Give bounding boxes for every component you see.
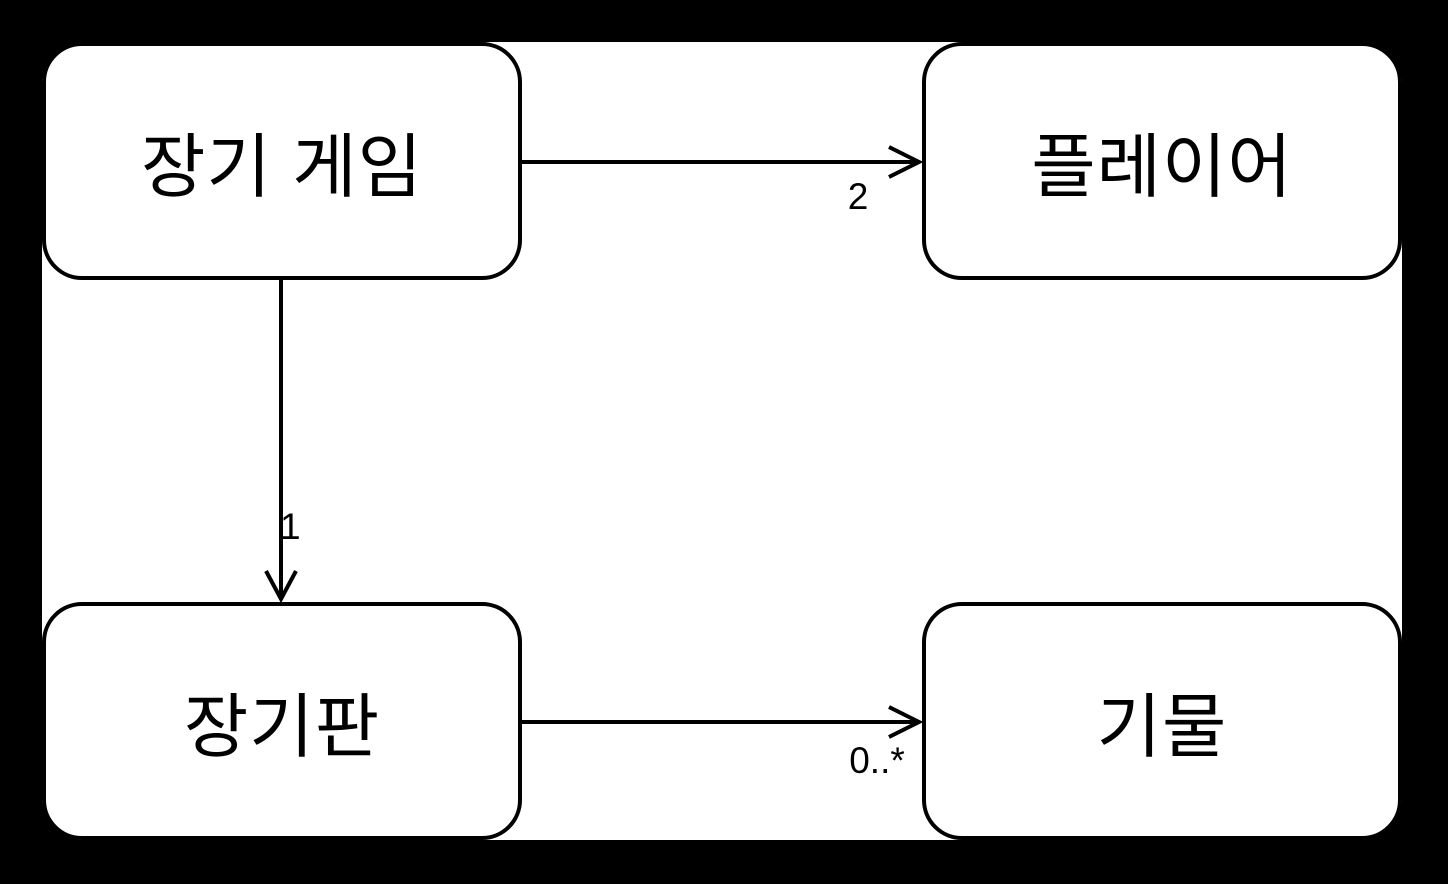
node-janggi-board-label: 장기판 <box>183 687 381 766</box>
node-janggi-board: 장기판 <box>42 602 522 840</box>
node-piece: 기물 <box>922 602 1402 840</box>
node-janggi-game: 장기 게임 <box>42 42 522 280</box>
node-player: 플레이어 <box>922 42 1402 280</box>
node-piece-label: 기물 <box>1096 687 1228 766</box>
node-player-label: 플레이어 <box>1031 127 1293 206</box>
multiplicity-label-player: 2 <box>847 176 869 217</box>
multiplicity-label-piece: 0..* <box>849 740 905 781</box>
node-janggi-game-label: 장기 게임 <box>140 127 424 206</box>
multiplicity-label-board: 1 <box>280 506 301 547</box>
